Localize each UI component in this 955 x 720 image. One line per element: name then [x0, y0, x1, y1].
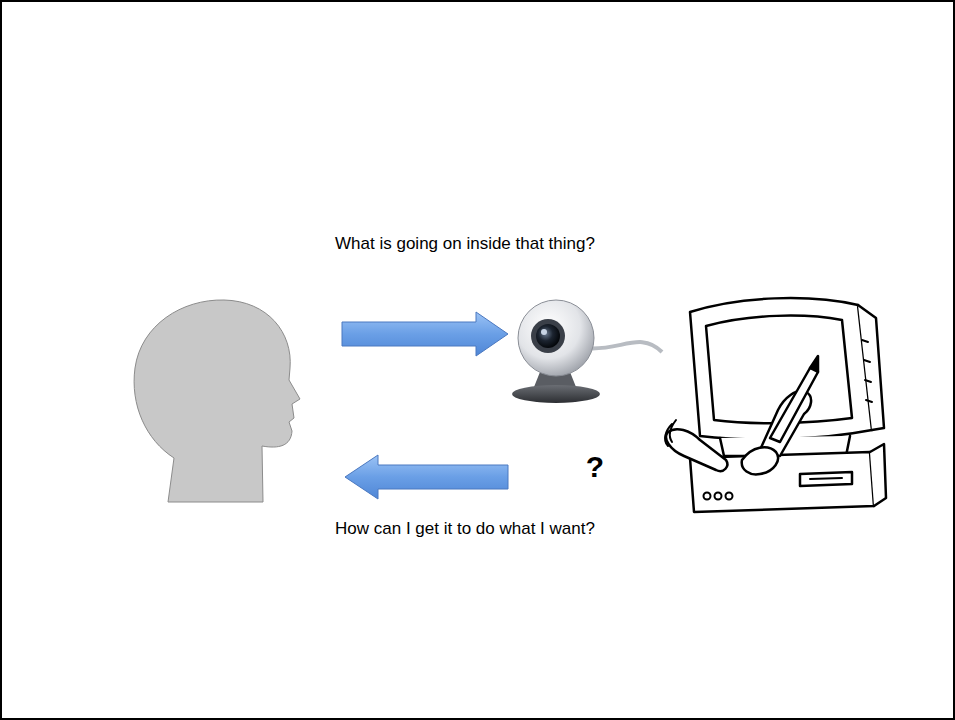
webcam-base	[512, 385, 600, 403]
left-hand-fingers	[665, 420, 676, 446]
webcam-lens-ring	[531, 319, 565, 353]
monitor-vents	[862, 340, 872, 402]
stylus	[770, 368, 818, 442]
head-silhouette	[134, 300, 300, 502]
indicator-light	[726, 493, 733, 500]
stylus-tip	[810, 356, 818, 372]
right-hand	[742, 447, 778, 474]
floppy-slot	[800, 472, 852, 486]
computer-base-side	[870, 444, 886, 506]
floppy-slit	[810, 478, 842, 479]
question-note: What is going on inside that thing?	[215, 234, 715, 254]
arrow-left	[345, 455, 508, 499]
webcam-lens	[536, 324, 560, 348]
webcam	[512, 300, 662, 403]
webcam-cable	[585, 342, 662, 352]
left-arm	[666, 429, 727, 471]
indicator-light	[715, 493, 722, 500]
arrow-right	[342, 312, 508, 356]
indicator-light	[704, 493, 711, 500]
webcam-ball	[518, 300, 594, 376]
question-mark: ?	[575, 450, 615, 484]
monitor-side	[858, 305, 884, 430]
computer-clipart	[665, 298, 886, 512]
question-note: How can I get it to do what I want?	[215, 519, 715, 539]
webcam-glint	[541, 329, 547, 335]
